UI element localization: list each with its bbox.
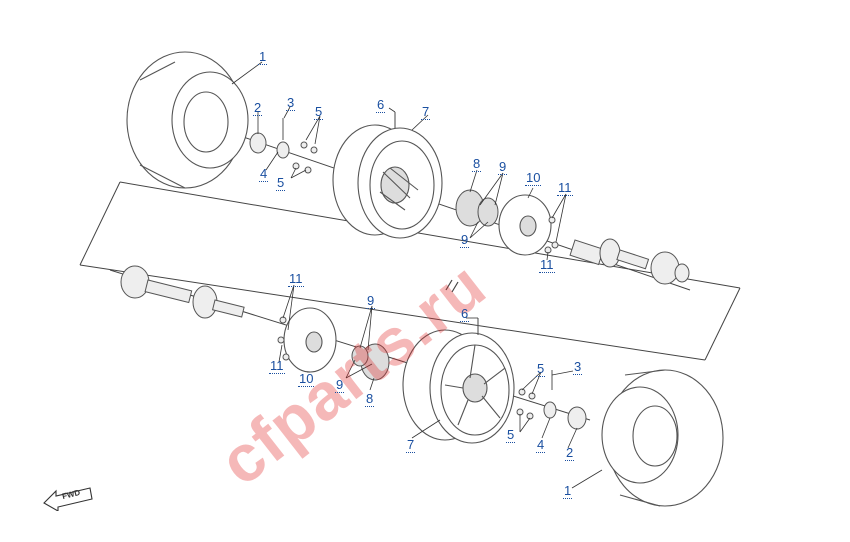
callout-5-lower-b[interactable]: 5 xyxy=(506,427,516,443)
callout-6-lower[interactable]: 6 xyxy=(460,306,470,322)
bolts-lower xyxy=(277,316,290,361)
hub-lower xyxy=(351,343,390,381)
callout-2-lower[interactable]: 2 xyxy=(565,445,575,461)
frame-line-right xyxy=(704,287,741,361)
frame-line-top xyxy=(119,181,741,289)
callout-7-lower[interactable]: 7 xyxy=(406,437,416,453)
callout-3-upper[interactable]: 3 xyxy=(286,95,296,111)
fwd-direction-arrow-icon xyxy=(43,487,93,511)
leader-lines xyxy=(231,61,603,489)
callout-5-lower-a[interactable]: 5 xyxy=(536,361,546,377)
callout-4-lower[interactable]: 4 xyxy=(536,437,546,453)
callout-9-upper-a[interactable]: 9 xyxy=(498,159,508,175)
tire-upper xyxy=(126,51,249,189)
callout-9-lower-b[interactable]: 9 xyxy=(335,377,345,393)
callout-5-upper-b[interactable]: 5 xyxy=(276,175,286,191)
callout-4-upper[interactable]: 4 xyxy=(259,166,269,182)
brake-disc-upper xyxy=(498,194,552,256)
callout-2-upper[interactable]: 2 xyxy=(253,100,263,116)
tire-lower xyxy=(601,369,724,507)
callout-10-lower[interactable]: 10 xyxy=(298,371,315,387)
callout-11-lower-b[interactable]: 11 xyxy=(269,358,285,374)
rim-lower xyxy=(402,318,515,444)
callout-3-lower[interactable]: 3 xyxy=(573,359,583,375)
callout-8-upper[interactable]: 8 xyxy=(472,156,482,172)
hub-upper xyxy=(455,189,499,227)
brake-disc-lower xyxy=(283,307,337,373)
callout-11-upper-b[interactable]: 11 xyxy=(539,257,555,273)
rim-upper xyxy=(332,112,443,239)
callout-1-tire-lower[interactable]: 1 xyxy=(563,483,573,499)
callout-7-upper[interactable]: 7 xyxy=(421,104,431,120)
callout-8-lower[interactable]: 8 xyxy=(365,391,375,407)
callout-9-upper-b[interactable]: 9 xyxy=(460,232,470,248)
drive-shaft-upper xyxy=(569,238,690,285)
bolts-upper xyxy=(544,216,559,254)
callout-9-lower-a[interactable]: 9 xyxy=(366,293,376,309)
callout-11-upper-a[interactable]: 11 xyxy=(557,180,573,196)
break-mark xyxy=(445,279,459,293)
callout-5-upper-a[interactable]: 5 xyxy=(314,104,324,120)
frame-line-left xyxy=(79,181,121,266)
callout-10-upper[interactable]: 10 xyxy=(525,170,542,186)
callout-11-lower-a[interactable]: 11 xyxy=(288,271,304,287)
hub-cap-lower xyxy=(516,370,587,430)
frame-line-bottom xyxy=(79,264,706,361)
callout-6-upper[interactable]: 6 xyxy=(376,97,386,113)
callout-1-tire-upper[interactable]: 1 xyxy=(258,49,268,65)
hub-cap-upper xyxy=(249,118,318,174)
drive-shaft-lower xyxy=(120,265,245,319)
